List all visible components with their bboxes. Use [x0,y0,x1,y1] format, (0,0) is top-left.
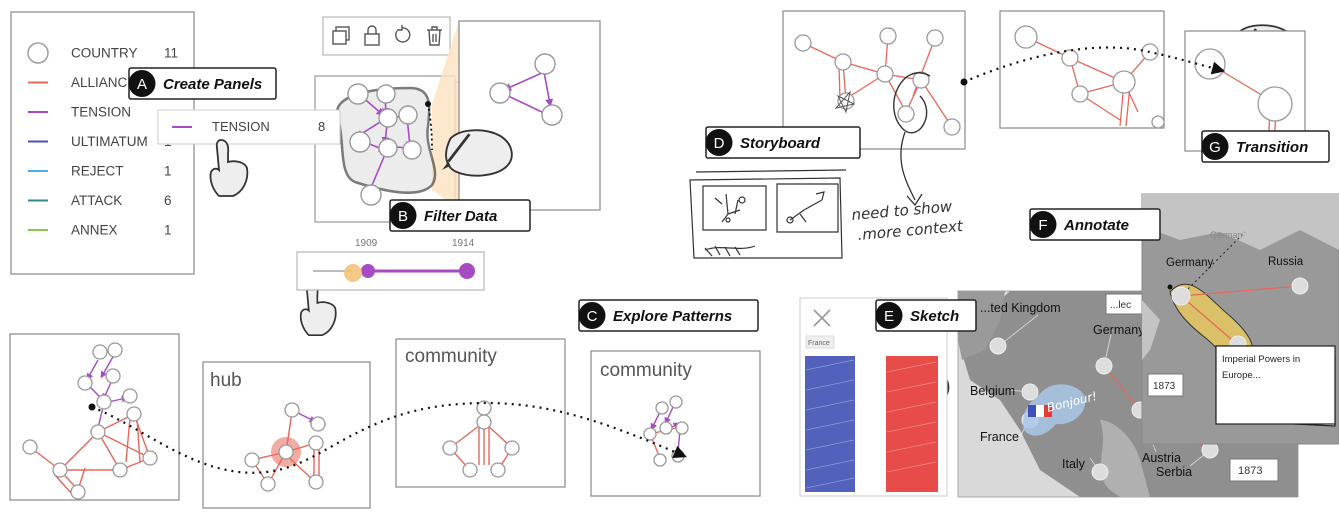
explore-panel-1 [9,333,180,501]
speech-flag-blue [1028,405,1036,417]
annotate-note-line2: Europe... [1222,370,1261,381]
slider-start-year: 1909 [355,238,378,249]
country-node-icon [27,42,49,64]
step-label: Storyboard [740,135,821,152]
legend-label: COUNTRY [71,46,138,61]
explore-panel-community-2: community [590,350,761,497]
step-d-badge: D Storyboard [705,126,861,159]
speech-flag-red [1044,405,1052,417]
community-label-1: community [405,346,497,367]
step-letter: G [1209,139,1221,156]
legend-count: 6 [164,193,172,208]
step-letter: C [587,308,598,325]
legend-label: TENSION [71,105,131,120]
storyboard-panel-2 [999,10,1165,129]
sketch-panel: France [799,297,948,497]
step-letter: B [398,208,408,225]
legend-label: ANNEX [71,223,118,238]
step-letter: D [714,135,725,152]
zoom-panel [458,20,601,211]
copy-icon[interactable] [332,26,350,45]
community-label-2: community [600,360,692,381]
map-partial-label: ...lec [1110,300,1131,311]
legend-label: ALLIANCE [71,75,136,90]
flag-blue-stripe [805,356,855,492]
dragged-item-count: 8 [318,119,325,134]
time-slider[interactable]: 1909 1914 [296,238,485,291]
step-c-badge: C Explore Patterns [578,299,759,332]
step-label: Annotate [1063,217,1129,234]
map-label-france: France [980,430,1019,444]
step-letter: F [1038,217,1047,234]
explore-panel-community-1: community [395,338,566,488]
annotate-year-label: 1873 [1153,381,1176,392]
legend-row-annex[interactable]: ANNEX 1 [28,223,172,238]
step-label: Filter Data [424,208,497,225]
legend-row-country[interactable]: COUNTRY 11 [27,42,178,64]
legend-label: ATTACK [71,193,122,208]
map-label-austria: Austria [1142,451,1181,465]
legend-count: 1 [164,164,172,179]
explore-transition-path [91,401,687,474]
annotate-label-germany-ghost: German [1210,230,1243,240]
sketch-tag: France [808,340,830,347]
flag-red-stripe [886,356,938,492]
panel-toolbar [322,16,451,56]
slider-end-year: 1914 [452,238,475,249]
step-label: Create Panels [163,76,262,93]
map-label-belgium: Belgium [970,384,1015,398]
legend-row-alliance[interactable]: ALLIANCE [28,75,136,90]
legend-row-attack[interactable]: ATTACK 6 [28,193,172,208]
pointing-hand-icon [299,281,337,337]
step-label: Explore Patterns [613,308,732,325]
step-letter: A [137,76,147,93]
slider-handle-end[interactable] [459,263,475,279]
step-letter: E [884,308,894,325]
annotate-note-line1: Imperial Powers in [1222,354,1300,365]
map-label-italy: Italy [1062,457,1086,471]
close-icon[interactable] [813,309,831,327]
dragged-item-label: TENSION [212,119,270,134]
step-b-badge: B Filter Data [389,199,531,232]
trash-icon[interactable] [427,26,442,46]
legend-row-tension[interactable]: TENSION [28,105,131,120]
legend-label: REJECT [71,164,124,179]
map-label-uk: ...ted Kingdom [980,301,1061,315]
map-panel: ...ted Kingdom Germany Belgium France Au… [957,290,1299,498]
pen-hand-icon [442,129,513,177]
storyboard-panel-1 [782,10,966,207]
lock-icon[interactable] [364,25,380,46]
pointing-hand-icon [209,139,249,197]
step-e-badge: E Sketch [875,299,977,332]
hub-label: hub [210,370,242,391]
step-label: Sketch [910,308,959,325]
step-label: Transition [1236,139,1308,156]
map-year-label: 1873 [1238,465,1262,477]
legend-label: ULTIMATUM [71,134,148,149]
step-g-badge: G Transition [1201,130,1330,163]
step-f-badge: F Annotate [1029,208,1161,241]
storyboard-sketch [689,169,847,259]
legend-count: 1 [164,223,172,238]
map-label-germany: Germany [1093,323,1145,337]
explore-panel-hub: hub [202,361,371,509]
annotate-panel: German Germany Russia 1873 Imperial Powe… [1141,193,1339,445]
legend-row-reject[interactable]: REJECT 1 [28,164,172,179]
storyboard-transition-path [963,46,1226,84]
annotate-label-russia: Russia [1268,256,1304,268]
dragged-legend-row[interactable]: TENSION 8 [157,109,341,145]
annotate-label-germany: Germany [1166,257,1214,269]
map-label-serbia: Serbia [1156,465,1192,479]
step-a-badge: A Create Panels [128,67,277,100]
rotate-icon[interactable] [395,25,411,43]
filter-panel [314,21,462,223]
slider-handle-start[interactable] [361,264,375,278]
legend-count: 11 [164,46,178,61]
